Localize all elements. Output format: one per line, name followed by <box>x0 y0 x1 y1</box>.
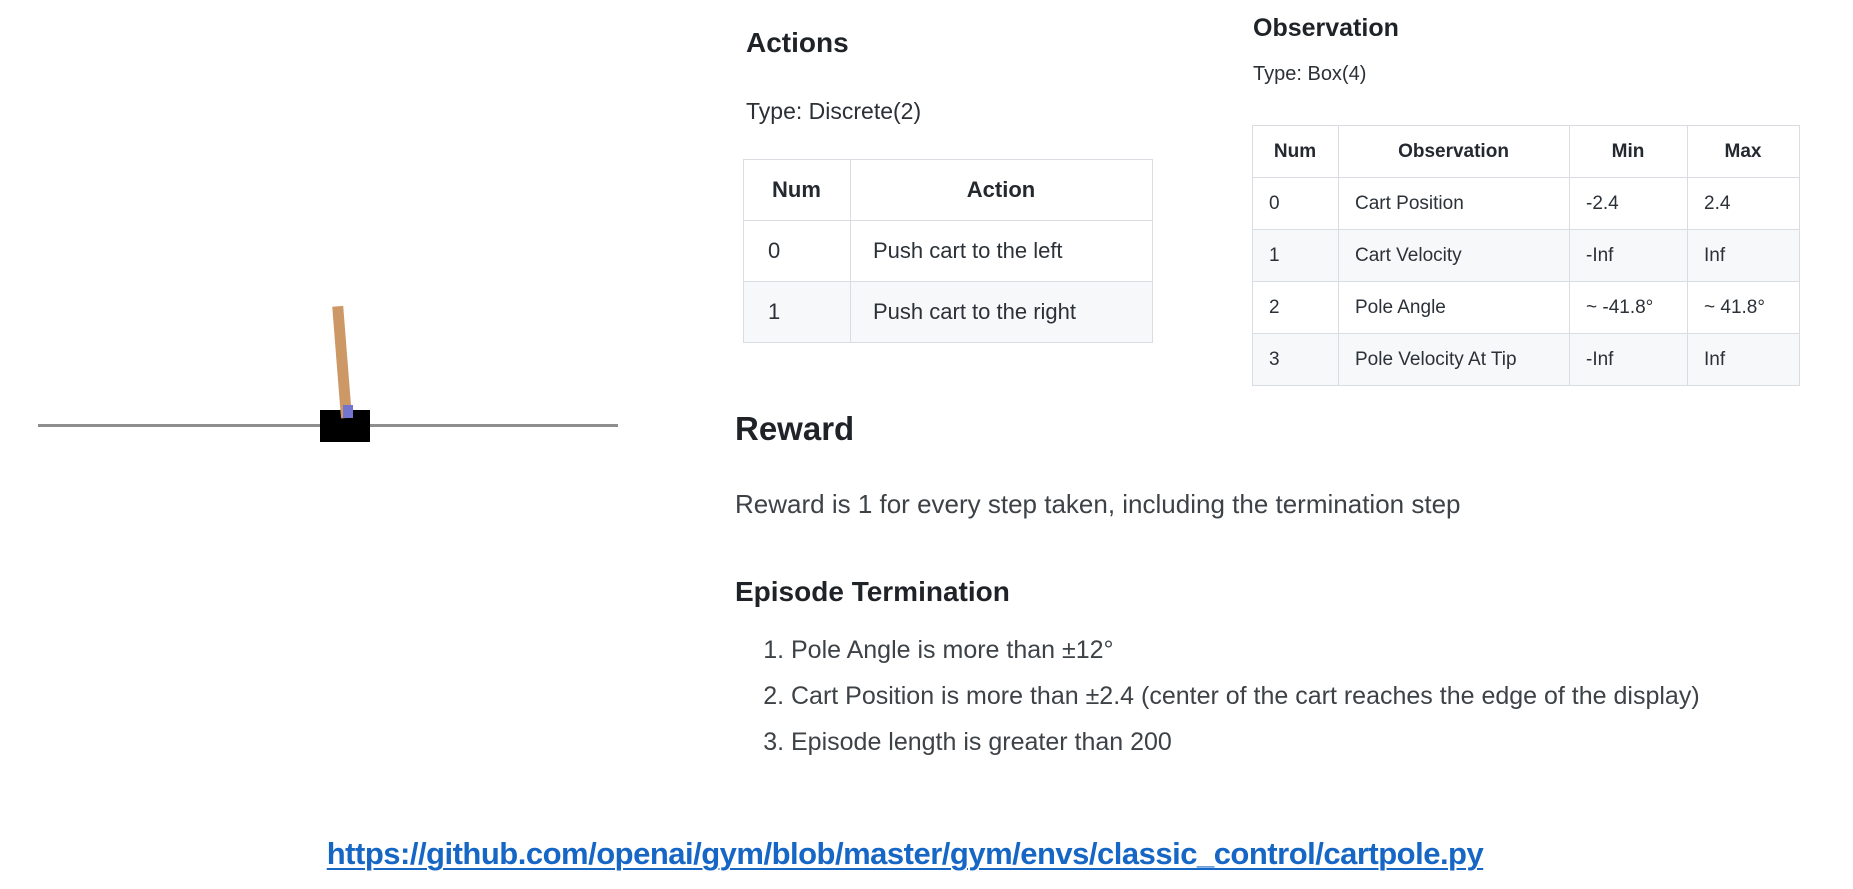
table-cell: 2 <box>1252 281 1339 334</box>
actions-type-label: Type: Discrete(2) <box>746 98 922 124</box>
reward-description: Reward is 1 for every step taken, includ… <box>735 489 1461 519</box>
column-header: Min <box>1569 125 1688 178</box>
table-cell: 2.4 <box>1687 177 1800 230</box>
table-cell: 1 <box>1252 229 1339 282</box>
table-cell: Inf <box>1687 229 1800 282</box>
table-row: 2 Pole Angle ~ -41.8° ~ 41.8° <box>1252 281 1800 334</box>
table-cell: 0 <box>743 220 851 282</box>
cartpole-axle <box>343 405 353 418</box>
table-cell: Push cart to the left <box>850 220 1153 282</box>
observation-heading: Observation <box>1253 14 1399 42</box>
column-header: Num <box>743 159 851 221</box>
actions-table: Num Action 0 Push cart to the left 1 Pus… <box>743 159 1153 343</box>
cartpole-pole <box>332 305 352 419</box>
table-row: 1 Push cart to the right <box>743 281 1153 343</box>
table-cell: -Inf <box>1569 229 1688 282</box>
table-cell: 0 <box>1252 177 1339 230</box>
table-cell: Inf <box>1687 333 1800 386</box>
table-cell: 1 <box>743 281 851 343</box>
table-cell: ~ -41.8° <box>1569 281 1688 334</box>
observation-table: Num Observation Min Max 0 Cart Position … <box>1252 125 1800 386</box>
reward-heading: Reward <box>735 410 855 447</box>
source-link-container: https://github.com/openai/gym/blob/maste… <box>0 836 1810 872</box>
github-source-link[interactable]: https://github.com/openai/gym/blob/maste… <box>326 836 1484 871</box>
episode-termination-heading: Episode Termination <box>735 576 1010 607</box>
table-cell: ~ 41.8° <box>1687 281 1800 334</box>
table-cell: Cart Velocity <box>1338 229 1570 282</box>
table-row: 0 Push cart to the left <box>743 220 1153 282</box>
column-header: Action <box>850 159 1153 221</box>
table-cell: -2.4 <box>1569 177 1688 230</box>
table-cell: Cart Position <box>1338 177 1570 230</box>
column-header: Observation <box>1338 125 1570 178</box>
actions-heading: Actions <box>746 27 849 58</box>
column-header: Num <box>1252 125 1339 178</box>
table-cell: Pole Angle <box>1338 281 1570 334</box>
table-cell: -Inf <box>1569 333 1688 386</box>
column-header: Max <box>1687 125 1800 178</box>
observation-type-label: Type: Box(4) <box>1253 63 1367 85</box>
table-row: 3 Pole Velocity At Tip -Inf Inf <box>1252 333 1800 386</box>
table-cell: Push cart to the right <box>850 281 1153 343</box>
table-row: 0 Cart Position -2.4 2.4 <box>1252 177 1800 230</box>
list-item: Episode length is greater than 200 <box>791 728 1700 757</box>
episode-termination-list: Pole Angle is more than ±12° Cart Positi… <box>735 636 1700 773</box>
list-item: Pole Angle is more than ±12° <box>791 636 1700 665</box>
table-cell: 3 <box>1252 333 1339 386</box>
list-item: Cart Position is more than ±2.4 (center … <box>791 682 1700 711</box>
observation-table-header-row: Num Observation Min Max <box>1252 125 1800 178</box>
table-cell: Pole Velocity At Tip <box>1338 333 1570 386</box>
table-row: 1 Cart Velocity -Inf Inf <box>1252 229 1800 282</box>
actions-table-header-row: Num Action <box>743 159 1153 221</box>
